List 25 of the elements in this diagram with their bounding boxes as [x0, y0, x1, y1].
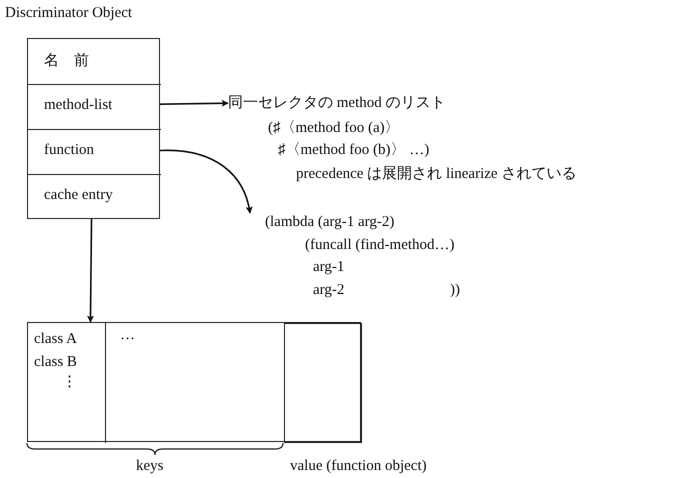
- code-line: arg-2: [313, 281, 344, 299]
- bracket-label: keys: [136, 457, 164, 475]
- code-line: ♯〈method foo (b)〉 …): [278, 141, 430, 159]
- code-line: )): [450, 281, 460, 299]
- object-title: Discriminator Object: [5, 4, 132, 22]
- record-field: method-list: [28, 84, 161, 129]
- note-text: precedence は展開され linearize されている: [296, 165, 576, 183]
- class-label: ⋮: [62, 373, 77, 391]
- class-label: class A: [34, 330, 77, 348]
- code-line: (funcall (find-method…): [305, 236, 455, 254]
- cache-table: [27, 322, 361, 442]
- ellipsis: …: [120, 326, 135, 344]
- record-field: function: [28, 129, 161, 174]
- record-field: cache entry: [28, 174, 161, 220]
- arrow: [87, 219, 94, 323]
- arrow: [160, 150, 252, 214]
- code-line: (lambda (arg-1 arg-2): [265, 213, 394, 231]
- column-label: value (function object): [290, 457, 427, 475]
- code-line: (♯〈method foo (a)〉: [268, 119, 400, 137]
- class-label: class B: [34, 353, 77, 371]
- arrow: [160, 100, 229, 107]
- note-text: 同一セレクタの method のリスト: [228, 94, 446, 112]
- record-field: 名 前: [28, 39, 161, 84]
- code-line: arg-1: [313, 258, 344, 276]
- value-column: [284, 323, 362, 443]
